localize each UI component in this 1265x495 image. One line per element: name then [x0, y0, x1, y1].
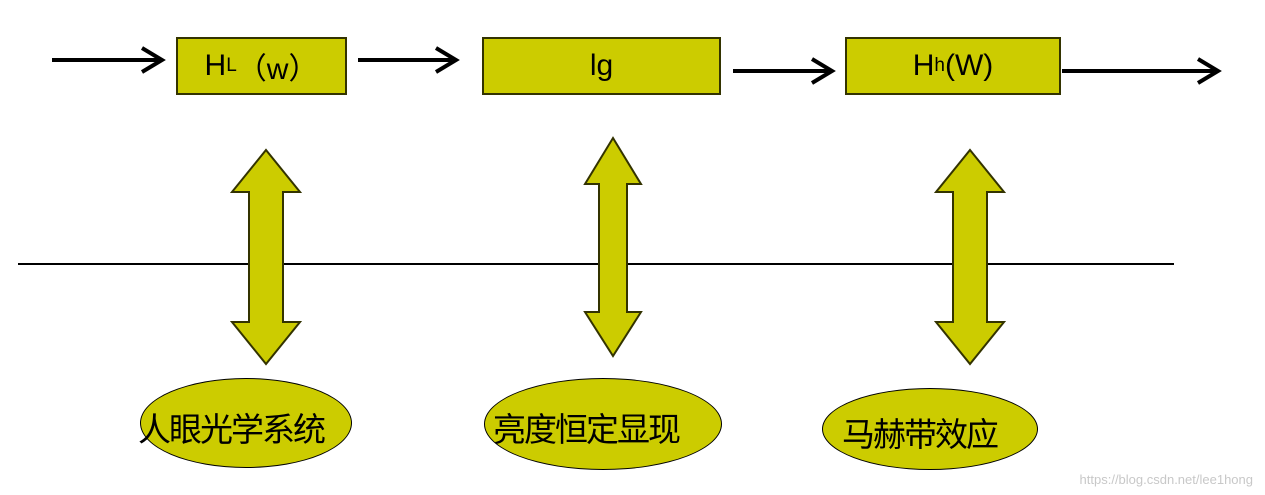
box-log: lg: [482, 37, 721, 95]
ellipse-mach-band-label: 马赫带效应: [842, 415, 999, 454]
ellipse-optical-system: [140, 378, 352, 468]
box-lowpass-sub: L: [226, 55, 237, 76]
double-arrow-3: [933, 148, 1007, 366]
watermark: https://blog.csdn.net/lee1hong: [1079, 472, 1253, 487]
box-lowpass-tail: （w）: [236, 53, 319, 86]
double-arrow-1: [229, 148, 303, 366]
box-highpass-main: H: [912, 49, 935, 82]
box-highpass-tail: (W): [944, 49, 994, 82]
box-highpass-sub: h: [934, 55, 945, 76]
flow-arrow-1: [52, 46, 166, 74]
ellipse-optical-system-label: 人眼光学系统: [138, 410, 326, 449]
ellipse-brightness-constancy-label: 亮度恒定显现: [493, 410, 681, 449]
double-arrow-2: [583, 136, 643, 358]
box-log-label: lg: [589, 49, 614, 82]
flow-arrow-4: [1062, 57, 1222, 85]
box-lowpass-main: H: [204, 49, 227, 82]
flow-arrow-3: [733, 57, 836, 85]
ellipse-brightness-constancy: [484, 378, 722, 470]
ellipse-mach-band: [822, 388, 1038, 470]
flow-arrow-2: [358, 46, 460, 74]
